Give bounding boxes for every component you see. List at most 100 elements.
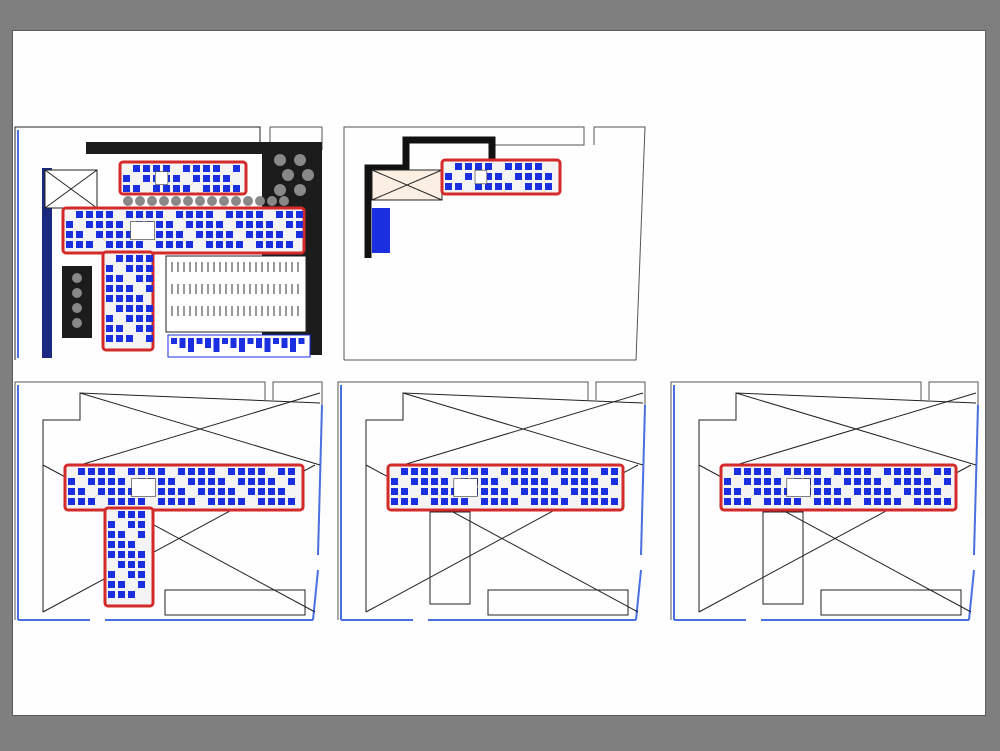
- furniture-block: [278, 488, 285, 495]
- furniture-block: [146, 265, 153, 272]
- furniture-block: [248, 478, 255, 485]
- site-outline: [595, 381, 646, 405]
- furniture-block: [108, 551, 115, 558]
- furniture-block: [471, 468, 478, 475]
- furniture-block: [535, 163, 542, 170]
- furniture-block: [521, 478, 528, 485]
- furniture-block: [128, 571, 135, 578]
- furniture-block: [266, 241, 273, 248]
- furniture-block: [228, 468, 235, 475]
- furniture-block: [551, 488, 558, 495]
- furniture-block: [173, 185, 180, 192]
- furniture-block: [238, 478, 245, 485]
- furniture-block: [884, 488, 891, 495]
- furniture-block: [754, 478, 761, 485]
- tree-symbol: [294, 184, 306, 196]
- furniture-block: [168, 488, 175, 495]
- furniture-block: [108, 581, 115, 588]
- furniture-block: [203, 165, 210, 172]
- furniture-block: [106, 221, 113, 228]
- furniture-block: [176, 231, 183, 238]
- furniture-block: [76, 241, 83, 248]
- furniture-block: [491, 498, 498, 505]
- furniture-block: [475, 163, 482, 170]
- furniture-block: [744, 478, 751, 485]
- furniture-block: [116, 221, 123, 228]
- furniture-block: [138, 468, 145, 475]
- furniture-block: [88, 478, 95, 485]
- furniture-block: [268, 498, 275, 505]
- furniture-block: [581, 488, 588, 495]
- furniture-block: [834, 488, 841, 495]
- furniture-block: [531, 488, 538, 495]
- furniture-block: [138, 561, 145, 568]
- furniture-block: [601, 488, 608, 495]
- column-symbol: [183, 196, 193, 206]
- furniture-block: [138, 571, 145, 578]
- plan-typical-floor-l: [14, 381, 323, 621]
- furniture-block: [814, 468, 821, 475]
- furniture-block: [481, 488, 488, 495]
- furniture-block: [461, 468, 468, 475]
- furniture-block: [551, 498, 558, 505]
- furniture-block: [116, 275, 123, 282]
- furniture-block: [465, 163, 472, 170]
- furniture-block: [108, 468, 115, 475]
- furniture-block: [126, 295, 133, 302]
- furniture-block: [914, 478, 921, 485]
- furniture-block: [296, 231, 303, 238]
- furniture-block: [764, 488, 771, 495]
- furniture-block: [258, 468, 265, 475]
- furniture-block: [186, 221, 193, 228]
- furniture-block: [525, 163, 532, 170]
- furniture-block: [754, 468, 761, 475]
- furniture-block: [126, 265, 133, 272]
- furniture-block: [228, 488, 235, 495]
- column-symbol: [159, 196, 169, 206]
- column-symbol: [72, 288, 82, 298]
- furniture-block: [475, 183, 482, 190]
- furniture-block: [106, 315, 113, 322]
- furniture-block: [511, 468, 518, 475]
- furniture-block: [148, 468, 155, 475]
- furniture-block: [126, 305, 133, 312]
- furniture-block: [176, 241, 183, 248]
- furniture-block: [208, 478, 215, 485]
- furniture-block: [136, 295, 143, 302]
- furniture-block: [108, 488, 115, 495]
- furniture-block: [431, 498, 438, 505]
- furniture-block: [914, 488, 921, 495]
- furniture-block: [116, 335, 123, 342]
- furniture-block: [764, 468, 771, 475]
- furniture-block: [216, 231, 223, 238]
- furniture-block: [734, 488, 741, 495]
- furniture-block: [764, 478, 771, 485]
- furniture-block: [163, 185, 170, 192]
- furniture-block: [193, 175, 200, 182]
- furniture-block: [108, 498, 115, 505]
- furniture-block: [78, 468, 85, 475]
- furniture-block: [236, 221, 243, 228]
- furniture-block: [286, 211, 293, 218]
- furniture-block: [108, 591, 115, 598]
- furniture-block: [146, 325, 153, 332]
- furniture-block: [724, 488, 731, 495]
- furniture-block: [206, 211, 213, 218]
- column-symbol: [195, 196, 205, 206]
- furniture-block: [934, 488, 941, 495]
- furniture-block: [158, 488, 165, 495]
- core-stair: [786, 478, 811, 497]
- furniture-block: [146, 315, 153, 322]
- furniture-block: [233, 165, 240, 172]
- furniture-block: [158, 468, 165, 475]
- furniture-block: [86, 211, 93, 218]
- furniture-block: [198, 478, 205, 485]
- furniture-block: [278, 468, 285, 475]
- furniture-block: [854, 488, 861, 495]
- furniture-block: [794, 498, 801, 505]
- furniture-block: [273, 338, 279, 344]
- furniture-block: [834, 498, 841, 505]
- furniture-block: [188, 498, 195, 505]
- site-outline: [269, 126, 323, 150]
